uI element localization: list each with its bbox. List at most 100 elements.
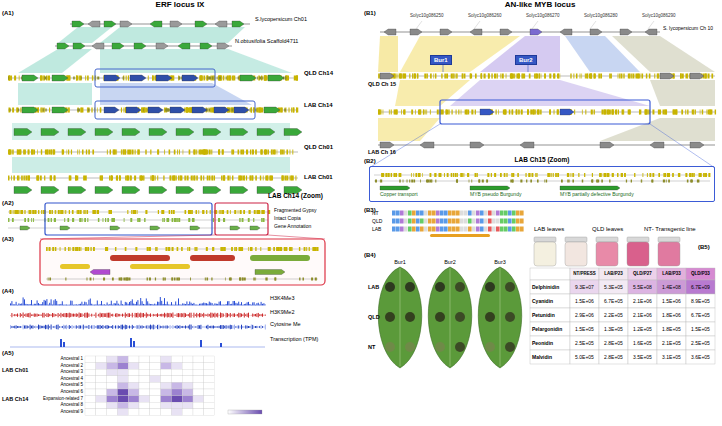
shape-rect xyxy=(62,326,63,328)
shape-rect xyxy=(51,150,52,155)
shape-rect xyxy=(128,382,139,389)
shape-rect xyxy=(244,326,245,327)
shape-rect xyxy=(130,176,131,181)
shape-rect xyxy=(109,326,110,328)
shape-rect xyxy=(148,247,150,251)
shape-rect xyxy=(262,218,264,222)
shape-rect xyxy=(199,76,200,81)
shape-rect xyxy=(451,74,453,79)
shape-rect xyxy=(56,315,57,316)
shape-rect xyxy=(290,247,292,251)
shape-rect xyxy=(184,326,185,327)
shape-rect xyxy=(207,325,208,329)
shape-rect xyxy=(154,314,155,315)
shape-rect xyxy=(130,338,132,347)
shape-rect xyxy=(71,150,72,155)
shape-rect xyxy=(161,389,172,396)
shape-rect xyxy=(181,247,183,251)
shape-rect xyxy=(296,76,297,81)
shape-rect xyxy=(80,247,82,251)
shape-rect xyxy=(687,74,688,79)
shape-rect xyxy=(235,247,237,251)
gene-arrow xyxy=(52,107,68,113)
shape-rect xyxy=(168,313,169,317)
shape-rect xyxy=(149,314,150,316)
shape-rect xyxy=(255,176,257,181)
shape-rect xyxy=(262,210,264,214)
shape-rect xyxy=(116,301,117,306)
shape-rect xyxy=(219,314,220,316)
shape-rect xyxy=(598,74,600,79)
shape-rect xyxy=(223,314,224,317)
shape-rect xyxy=(207,76,209,81)
shape-rect xyxy=(135,247,137,251)
shape-rect xyxy=(77,314,78,317)
shape-rect xyxy=(87,247,89,251)
shape-rect xyxy=(262,326,263,328)
shape-rect xyxy=(279,247,280,251)
shape-rect xyxy=(116,150,118,155)
shape-rect xyxy=(128,363,139,370)
shape-rect xyxy=(173,210,175,214)
shape-rect xyxy=(262,77,264,80)
shape-rect xyxy=(456,74,457,79)
shape-rect xyxy=(117,389,128,396)
shape-rect xyxy=(44,108,46,113)
shape-rect xyxy=(240,313,241,317)
shape-rect xyxy=(206,247,208,251)
shape-rect xyxy=(60,264,90,269)
shape-rect xyxy=(41,150,43,155)
shape-rect xyxy=(118,314,119,317)
shape-rect xyxy=(80,313,81,317)
shape-rect xyxy=(90,326,91,328)
shape-rect xyxy=(609,110,611,115)
shape-rect xyxy=(38,325,39,330)
shape-rect xyxy=(112,278,114,281)
shape-rect xyxy=(481,74,482,79)
shape-rect xyxy=(435,74,437,79)
gene-arrow xyxy=(690,73,704,79)
shape-rect xyxy=(92,210,93,214)
shape-rect xyxy=(18,76,20,81)
shape-rect xyxy=(228,301,229,305)
shape-rect xyxy=(238,176,240,181)
shape-rect xyxy=(79,247,81,251)
shape-rect xyxy=(68,108,70,113)
shape-rect xyxy=(48,76,50,81)
shape-rect xyxy=(90,278,92,281)
shape-rect xyxy=(314,247,316,251)
gene-arrow xyxy=(112,43,124,49)
shape-rect xyxy=(113,150,114,155)
shape-rect xyxy=(249,176,251,181)
gene-arrow xyxy=(255,270,285,275)
shape-rect xyxy=(85,389,96,396)
shape-rect xyxy=(286,76,288,81)
shape-rect xyxy=(261,210,263,214)
shape-rect xyxy=(50,176,52,181)
shape-rect xyxy=(296,108,298,113)
shape-rect xyxy=(261,76,263,81)
shape-rect xyxy=(195,314,196,316)
shape-rect xyxy=(63,325,65,330)
shape-rect xyxy=(230,76,231,81)
shape-rect xyxy=(203,326,204,327)
shape-rect xyxy=(163,326,164,329)
shape-rect xyxy=(242,150,244,155)
shape-rect xyxy=(45,203,212,235)
shape-rect xyxy=(263,76,265,81)
shape-rect xyxy=(139,402,150,409)
shape-rect xyxy=(146,108,147,113)
shape-rect xyxy=(111,326,112,328)
shape-rect xyxy=(141,176,143,181)
shape-rect xyxy=(157,302,158,306)
shape-rect xyxy=(265,76,266,81)
shape-rect xyxy=(263,314,264,316)
shape-rect xyxy=(107,376,118,383)
shape-rect xyxy=(162,210,164,214)
shape-rect xyxy=(110,255,170,261)
shape-rect xyxy=(167,109,169,112)
shape-rect xyxy=(262,314,263,317)
shape-rect xyxy=(95,313,96,318)
shape-rect xyxy=(188,326,189,329)
gene-arrow xyxy=(104,75,120,81)
